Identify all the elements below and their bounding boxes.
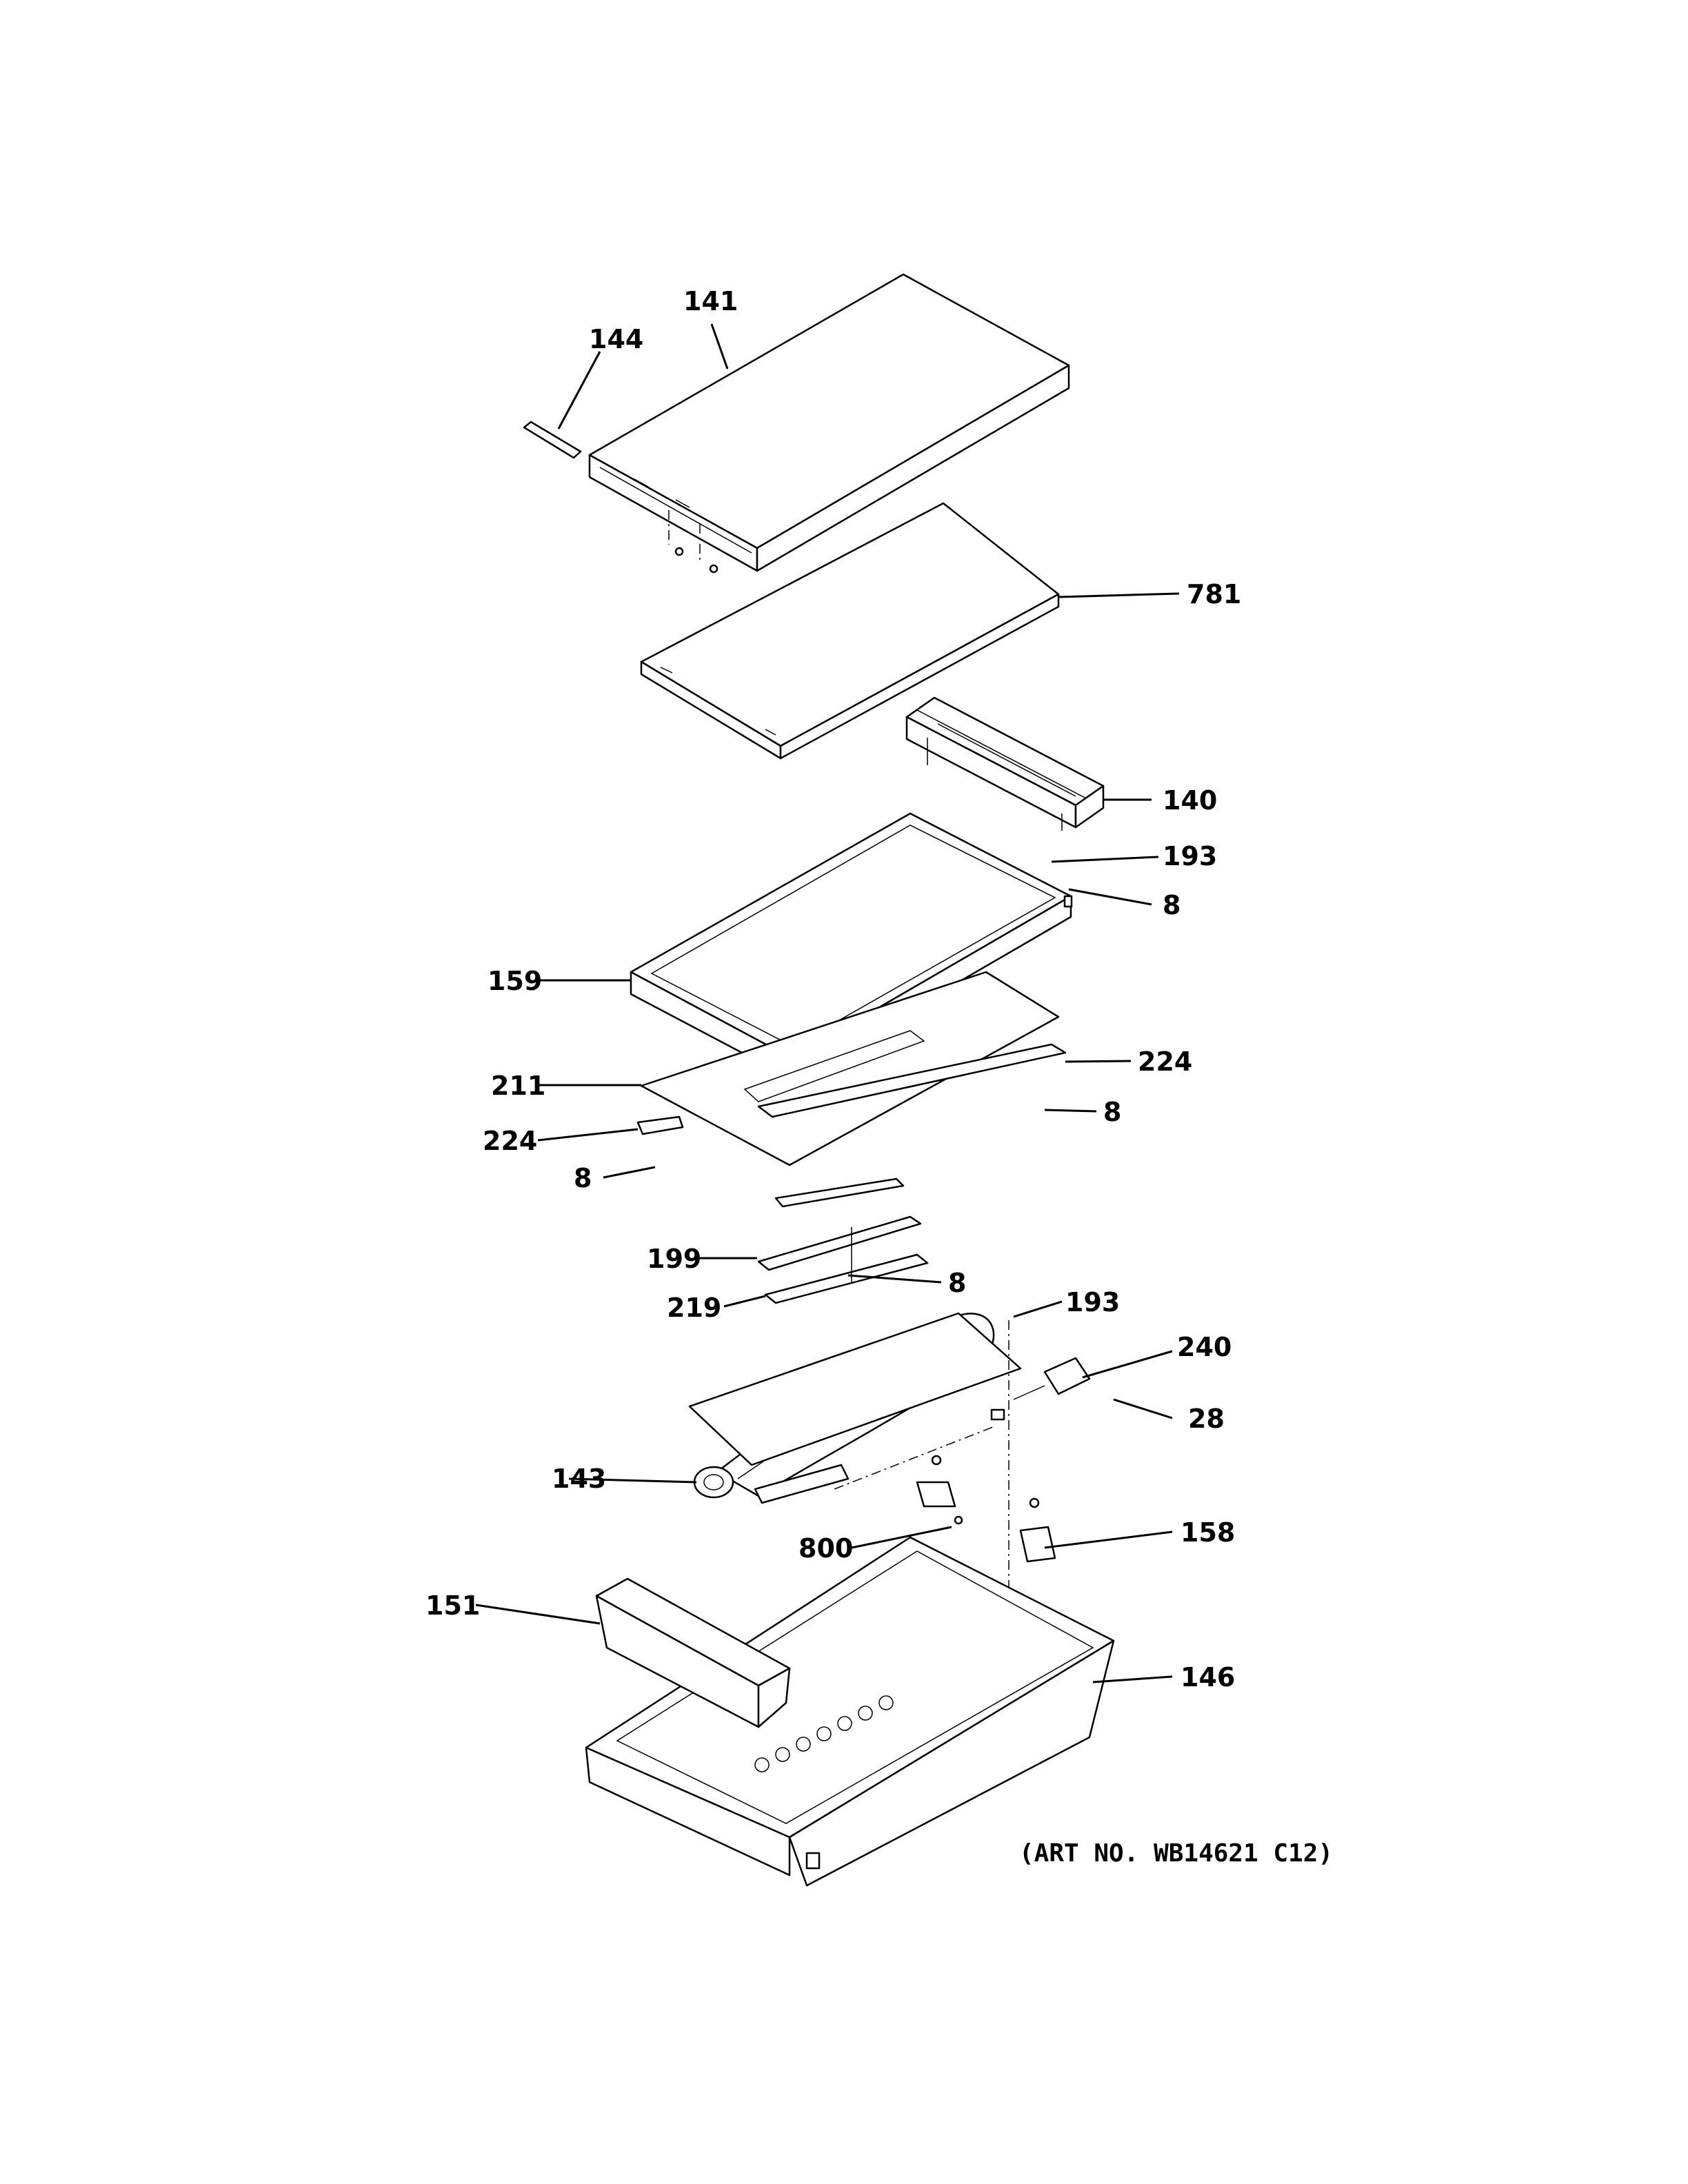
callout-144: 144 [589,324,643,354]
callout-8-upper: 8 [1163,890,1180,920]
part-144-handle-rod [523,421,582,459]
callout-193-lower: 193 [1065,1287,1120,1317]
callout-158: 158 [1180,1517,1235,1548]
part-224-brackets [636,1043,1067,1135]
part-151-grease-drawer [595,1577,791,1728]
part-211-insulation-sheet [640,971,1060,1166]
callout-240: 240 [1177,1332,1232,1362]
callout-140: 140 [1163,785,1217,816]
part-781-griddle-plate [640,502,1060,760]
callout-143: 143 [552,1464,606,1494]
part-141-griddle-cover [588,273,1070,574]
part-158-800-brackets [916,1455,1056,1563]
callout-8-rails: 8 [948,1268,966,1298]
callout-141: 141 [683,286,738,316]
leader-lines [475,323,1180,1684]
callout-8-right: 8 [1103,1097,1121,1127]
callout-224-right: 224 [1138,1046,1192,1077]
callout-211: 211 [491,1071,545,1101]
part-240-igniter [834,1357,1091,1490]
callout-193-upper: 193 [1163,841,1217,871]
callout-199: 199 [647,1244,701,1274]
callout-224-left: 224 [483,1126,537,1156]
callout-219: 219 [667,1293,721,1323]
part-146-burner-box [585,1536,1115,1887]
callout-159: 159 [488,966,542,996]
art-number: (ART NO. WB14621 C12) [1019,1839,1333,1868]
part-140-grease-trough [905,696,1105,831]
part-199-219-rails [757,1177,929,1304]
callout-8-left: 8 [574,1163,592,1193]
callout-151: 151 [425,1590,480,1621]
callout-800: 800 [798,1533,853,1564]
burner-box-holes [754,1695,894,1772]
callout-labels: 144 141 781 140 193 8 159 224 211 8 224 … [425,286,1241,1692]
part-143-burner-tube [688,1312,1022,1504]
callout-28: 28 [1188,1404,1225,1434]
callout-781: 781 [1187,579,1241,609]
callout-146: 146 [1180,1662,1235,1692]
